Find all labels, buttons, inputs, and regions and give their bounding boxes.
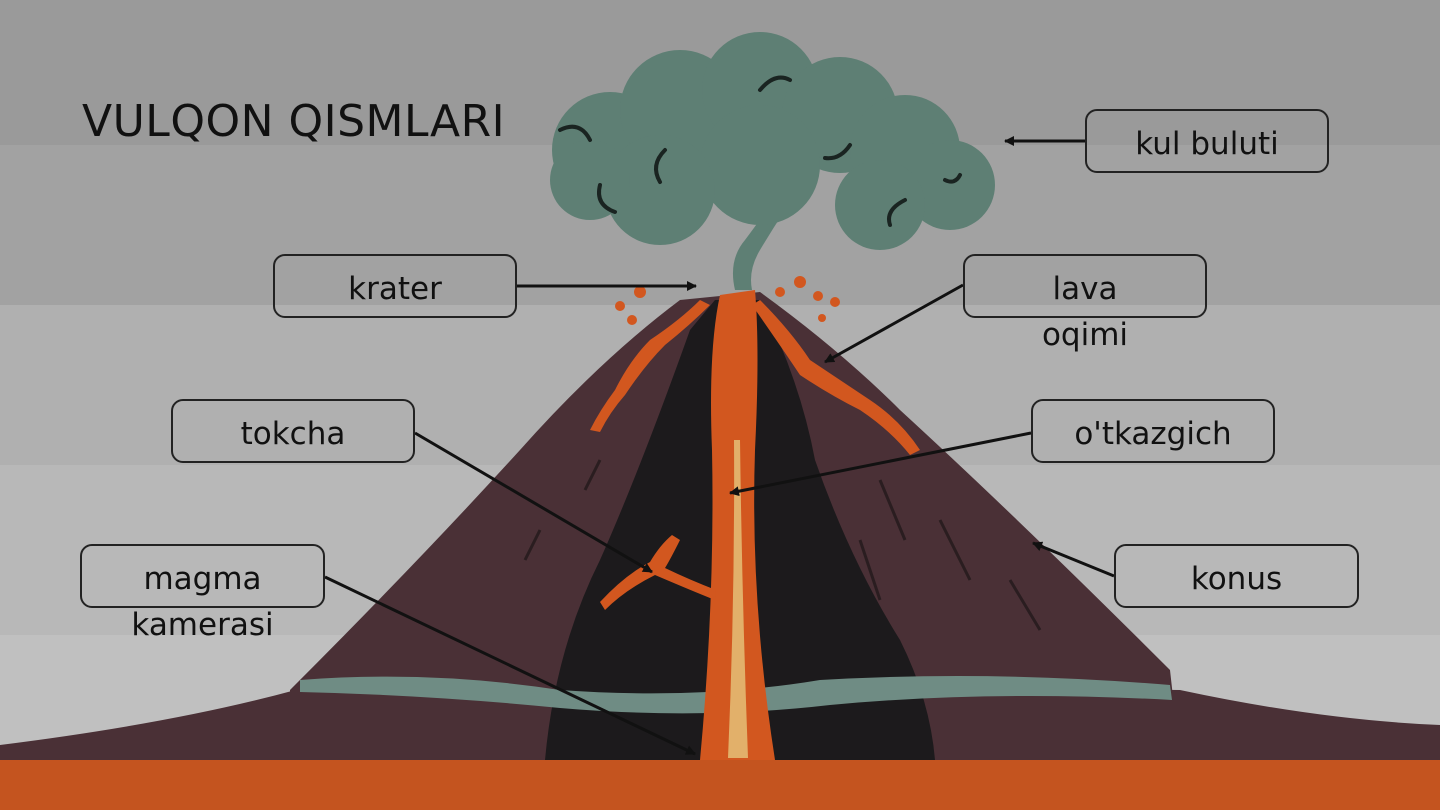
label-text: o'tkazgich (1074, 416, 1232, 452)
lava-flow-right (752, 300, 920, 455)
arrow-konus (1032, 541, 1115, 578)
ash-cloud (550, 32, 995, 250)
page-title: VULQON QISMLARI (82, 96, 506, 147)
arrow-lava-oqimi (824, 283, 964, 364)
vent-core (728, 440, 748, 758)
label-otkazgich: o'tkazgich (1031, 399, 1275, 463)
label-krater: krater (273, 254, 517, 318)
label-text: magma kamerasi (131, 561, 274, 643)
lava-flow-left (590, 300, 710, 432)
label-tokcha: tokcha (171, 399, 415, 463)
ash-cloud-details (558, 75, 962, 227)
lava-droplets (615, 276, 840, 325)
smoke-plume (732, 205, 785, 290)
arrow-magma-kamerasi (324, 575, 696, 756)
arrow-tokcha (414, 431, 653, 574)
label-kul-buluti: kul buluti (1085, 109, 1329, 173)
label-text: lava oqimi (1041, 271, 1129, 353)
arrow-otkazgich (729, 431, 1032, 497)
label-text: kul buluti (1135, 126, 1279, 162)
label-text: krater (348, 271, 442, 307)
label-magma-kamerasi: magma kamerasi (80, 544, 325, 643)
label-lava-oqimi: lava oqimi (963, 254, 1207, 353)
ground-layer (0, 755, 1440, 810)
label-konus: konus (1114, 544, 1359, 608)
side-sill (600, 535, 716, 610)
slope-lines (523, 459, 1042, 631)
label-text: tokcha (240, 416, 346, 452)
label-text: konus (1190, 561, 1283, 597)
